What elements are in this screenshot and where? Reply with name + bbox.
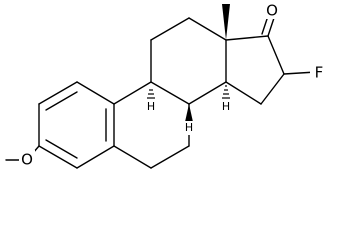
bond xyxy=(225,35,269,41)
stereo-wedge-c8 xyxy=(185,104,193,122)
bond xyxy=(260,73,285,105)
atom-label-h-c8: H xyxy=(183,121,195,135)
atom-label-o-ketone: O xyxy=(264,1,280,20)
bond xyxy=(150,145,190,169)
hydrogen-label-c8: H xyxy=(185,121,193,134)
atom-label-o-methoxy: O xyxy=(19,150,35,169)
ring-b xyxy=(113,81,190,169)
atom-label-h-c14: H xyxy=(220,100,232,114)
atom-label-f: F xyxy=(310,63,326,82)
stereo-h-c14 xyxy=(222,85,230,99)
bond xyxy=(225,81,262,105)
double-bond-inner xyxy=(45,91,78,111)
bond xyxy=(113,81,152,105)
bond xyxy=(188,17,227,41)
methyl-wedge xyxy=(222,4,230,40)
bond xyxy=(76,81,115,105)
bond xyxy=(188,81,227,105)
double-bond-inner xyxy=(45,139,78,159)
structure-diagram: O O F H H H xyxy=(5,1,326,169)
bond xyxy=(150,17,190,41)
atom-label-h-c9: H xyxy=(145,100,157,114)
fluorine-label: F xyxy=(315,64,324,82)
bond xyxy=(76,145,115,169)
ring-d xyxy=(225,35,285,105)
bond xyxy=(267,35,285,75)
bond xyxy=(113,145,152,169)
methoxy-oxygen-label: O xyxy=(21,151,33,169)
ketone-oxygen-label: O xyxy=(266,2,278,20)
hydrogen-label-c9: H xyxy=(147,100,155,113)
bond xyxy=(38,145,78,169)
bond xyxy=(150,81,190,105)
bond xyxy=(267,17,275,37)
molecule-drawing: O O F H H H xyxy=(5,1,326,169)
ring-a-aromatic xyxy=(38,81,115,169)
bond xyxy=(38,81,78,105)
stereo-h-c9 xyxy=(147,89,155,99)
hydrogen-label-c14: H xyxy=(222,100,230,113)
ring-c xyxy=(150,17,227,105)
